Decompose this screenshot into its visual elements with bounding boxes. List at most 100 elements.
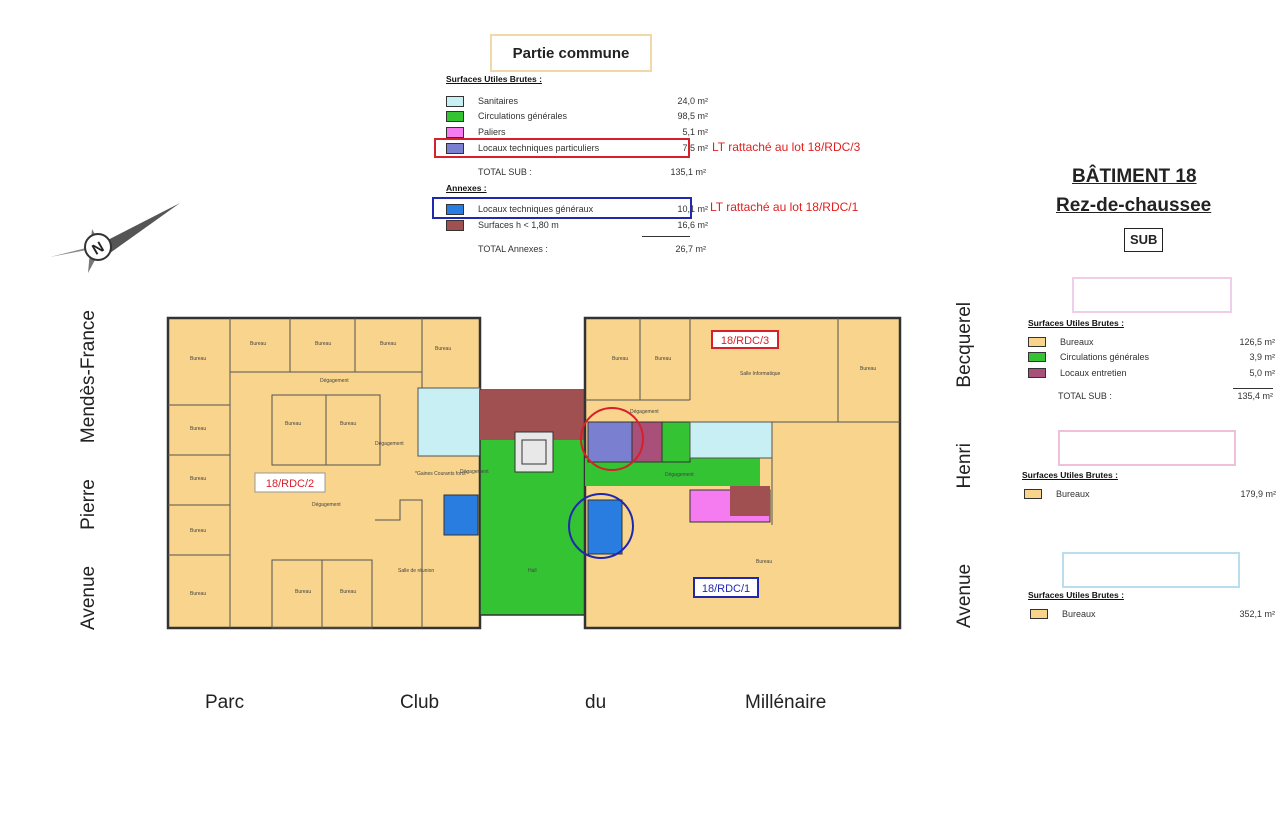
total-annex-value: 26,7 m² xyxy=(675,244,706,254)
street-right-word: Avenue xyxy=(954,563,975,628)
annex-heading: Annexes : xyxy=(446,183,487,193)
lot2-legend: Surfaces Utiles Brutes : Bureaux 179,9 m… xyxy=(1022,470,1276,510)
lot2-box xyxy=(254,472,326,493)
street-left-word: Mendès-France xyxy=(78,310,99,444)
swatch-lt-generaux xyxy=(446,203,464,215)
street-bottom-du: du xyxy=(585,692,607,713)
legend-value: 10,1 m² xyxy=(677,204,708,214)
lot3-header-box xyxy=(1072,277,1232,313)
room-label: Bureau xyxy=(190,476,206,482)
lot2-heading: Surfaces Utiles Brutes : xyxy=(1022,470,1118,480)
plan-sanitaires-right xyxy=(689,421,773,459)
legend-row-sanitaires: Sanitaires 24,0 m² xyxy=(446,94,708,108)
legend-value: 16,6 m² xyxy=(677,220,708,230)
street-left: Avenue Pierre Mendès-France xyxy=(78,310,104,630)
lot3-total-row: TOTAL SUB : 135,4 m² xyxy=(1058,391,1273,401)
room-label: Salle Informatique xyxy=(740,371,781,377)
total-annex-label: TOTAL Annexes : xyxy=(478,244,548,254)
room-label: Bureau xyxy=(756,559,772,565)
street-bottom-club: Club xyxy=(400,692,440,713)
lot1-header-box xyxy=(1062,552,1240,588)
common-sub-heading: Surfaces Utiles Brutes : xyxy=(446,74,542,84)
lot3-label: 18/RDC/3 xyxy=(721,335,769,347)
street-right: Avenue Henri Becquerel xyxy=(954,302,980,628)
legend-label: Paliers xyxy=(478,127,506,137)
plan-lt-part xyxy=(587,421,633,463)
total-annex-row: TOTAL Annexes : 26,7 m² xyxy=(446,242,706,256)
building-title: BÂTIMENT 18 xyxy=(1072,166,1197,187)
lot2-row-bureaux: Bureaux 179,9 m² xyxy=(1024,489,1276,499)
lot3-row-entretien: Locaux entretien 5,0 m² xyxy=(1028,368,1275,378)
highlight-circle-red xyxy=(580,407,644,471)
room-label: Bureau xyxy=(190,528,206,534)
legend-label: Locaux techniques généraux xyxy=(478,204,594,214)
lot3-heading: Surfaces Utiles Brutes : xyxy=(1028,318,1124,328)
swatch-low-height xyxy=(446,219,464,231)
common-legend: Surfaces Utiles Brutes : Sanitaires 24,0… xyxy=(432,74,708,264)
room-label: Dégagement xyxy=(665,472,694,478)
swatch-bureaux xyxy=(1028,337,1046,347)
room-label: Bureau xyxy=(612,356,628,362)
plan-lt-gen-left xyxy=(443,494,479,536)
legend-row-lt-particuliers: Locaux techniques particuliers 7,5 m² xyxy=(446,141,708,155)
lot3-legend: Surfaces Utiles Brutes : Bureaux 126,5 m… xyxy=(1028,318,1275,408)
floor-plan: 18/RDC/3 18/RDC/2 18/RDC/1 Bureau Bureau… xyxy=(166,316,902,630)
highlight-lt-particuliers xyxy=(434,138,690,158)
room-label: Bureau xyxy=(250,341,266,347)
swatch-circulations xyxy=(446,110,464,122)
lot1-row-bureaux: Bureaux 352,1 m² xyxy=(1030,609,1275,619)
room-label: *Gaines Courants forts* xyxy=(415,471,468,477)
swatch-lt-particuliers xyxy=(446,142,464,154)
lot2-header-box xyxy=(1058,430,1236,466)
street-bottom-millenaire: Millénaire xyxy=(745,692,827,713)
highlight-lt-generaux xyxy=(432,197,692,219)
lot2-label: 18/RDC/2 xyxy=(266,478,314,490)
lot3-row-bureaux: Bureaux 126,5 m² xyxy=(1028,337,1275,347)
room-label: Hall xyxy=(528,568,537,574)
lot3-box xyxy=(711,330,779,349)
room-label: Dégagement xyxy=(320,378,349,384)
legend-row-low-height: Surfaces h < 1,80 m 16,6 m² xyxy=(446,218,708,232)
legend-label: Sanitaires xyxy=(478,96,519,106)
plan-entretien xyxy=(631,421,663,463)
legend-row-circulations: Circulations générales 98,5 m² xyxy=(446,109,708,123)
common-title: Partie commune xyxy=(512,44,630,62)
building-floor: Rez-de-chaussee xyxy=(1056,195,1212,216)
lot3-row-circulations: Circulations générales 3,9 m² xyxy=(1028,352,1275,362)
room-label: Dégagement xyxy=(460,469,489,475)
building-sub-box: SUB xyxy=(1124,228,1164,252)
room-label: Bureau xyxy=(860,366,876,372)
building-sub: SUB xyxy=(1130,232,1158,247)
room-label: Bureau xyxy=(190,591,206,597)
common-title-box: Partie commune xyxy=(490,34,652,72)
room-label: Bureau xyxy=(380,341,396,347)
swatch-circulations xyxy=(1028,352,1046,362)
north-arrow-icon: N xyxy=(50,203,180,273)
legend-label: Surfaces h < 1,80 m xyxy=(478,220,559,230)
street-left-word: Avenue xyxy=(78,565,99,630)
street-right-word: Henri xyxy=(954,443,975,489)
room-label: Bureau xyxy=(190,426,206,432)
swatch-sanitaires xyxy=(446,95,464,107)
legend-label: Locaux techniques particuliers xyxy=(478,143,600,153)
highlight-circle-blue xyxy=(568,493,634,559)
legend-row-lt-generaux: Locaux techniques généraux 10,1 m² xyxy=(446,202,708,216)
total-sub-row: TOTAL SUB : 135,1 m² xyxy=(446,165,706,179)
lot1-legend: Surfaces Utiles Brutes : Bureaux 352,1 m… xyxy=(1028,590,1275,630)
total-annex-rule xyxy=(642,236,690,237)
legend-value: 5,1 m² xyxy=(682,127,708,137)
room-label: Dégagement xyxy=(312,502,341,508)
plan-lt-gen-right xyxy=(587,499,623,555)
legend-value: 24,0 m² xyxy=(677,96,708,106)
swatch-bureaux xyxy=(1024,489,1042,499)
street-bottom-parc: Parc xyxy=(205,692,245,713)
room-label: Bureau xyxy=(295,589,311,595)
swatch-paliers xyxy=(446,126,464,138)
plan-sanitaires-left xyxy=(417,387,481,457)
lot1-box xyxy=(693,577,759,598)
note-lt1: LT rattaché au lot 18/RDC/1 xyxy=(710,200,859,214)
room-label: Dégagement xyxy=(375,441,404,447)
lot1-heading: Surfaces Utiles Brutes : xyxy=(1028,590,1124,600)
street-right-word: Becquerel xyxy=(954,302,975,388)
room-label: Bureau xyxy=(190,356,206,362)
